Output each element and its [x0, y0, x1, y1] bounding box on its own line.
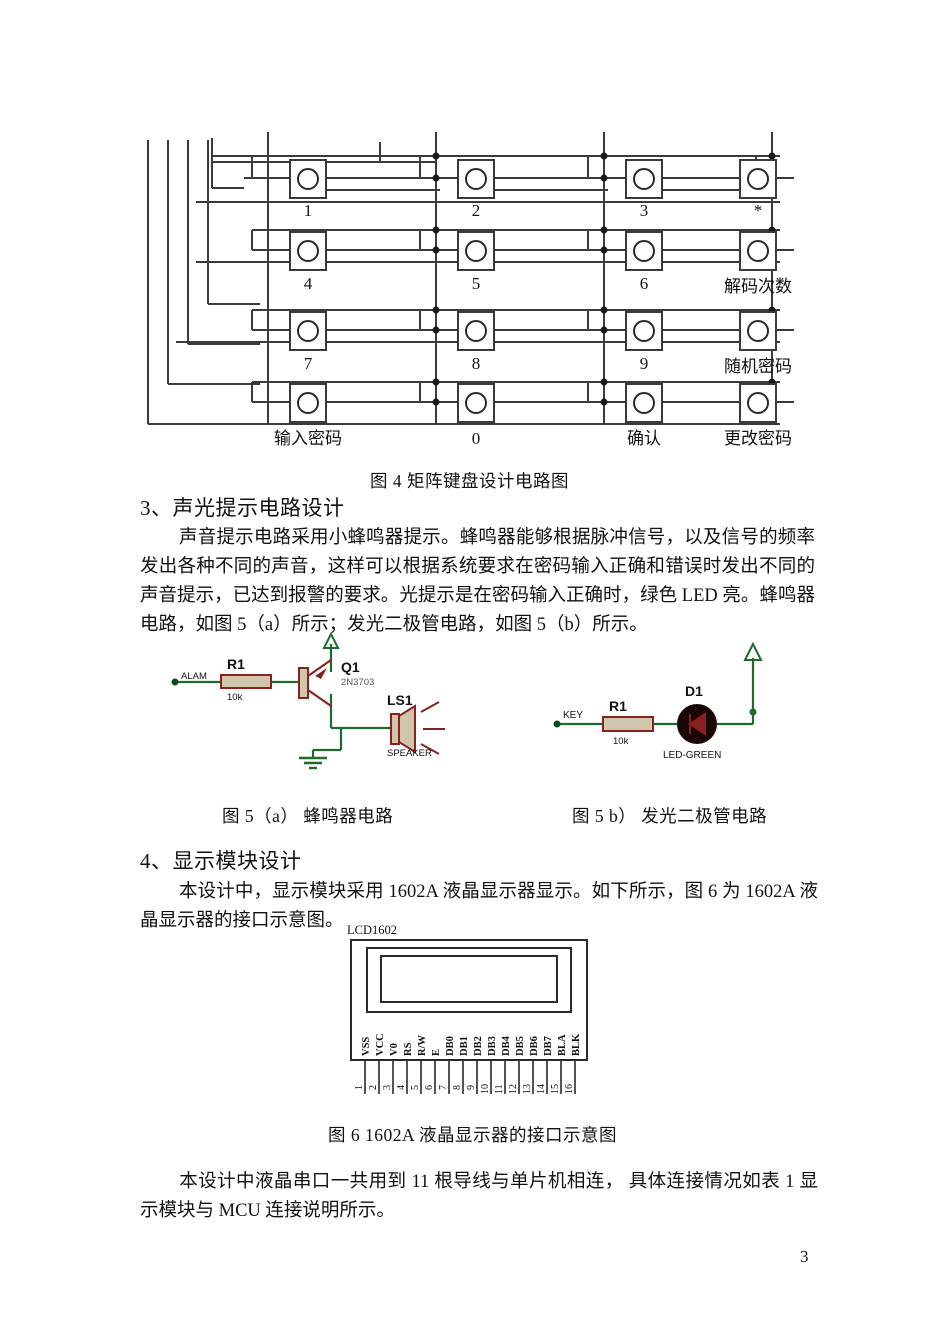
- junction-dot: [749, 708, 757, 716]
- key-label: 确认: [627, 429, 661, 448]
- key-label: 解码次数: [724, 277, 792, 296]
- lcd-pin-name: R/W: [417, 1035, 428, 1057]
- key-label: 随机密码: [724, 357, 792, 376]
- lcd-pin-name: DB3: [487, 1036, 498, 1056]
- lcd-pin-number: 6: [424, 1085, 435, 1090]
- lcd-pin-number: 1: [354, 1085, 365, 1090]
- key-label: 8: [472, 354, 481, 373]
- key-label: 1: [304, 201, 313, 220]
- lcd-pin-number: 14: [536, 1084, 547, 1094]
- net-label-alam: ALAM: [181, 671, 207, 682]
- page-number: 3: [800, 1247, 809, 1266]
- key-label: 4: [304, 274, 313, 293]
- ref-q1: Q1: [341, 659, 360, 675]
- value-r1: 10k: [613, 736, 629, 747]
- resistor-body-r1: [602, 716, 654, 732]
- lcd-pin-name: BLA: [557, 1034, 568, 1056]
- figure-led-circuit: KEY R1 10k D1 LED-GREEN: [545, 632, 815, 782]
- figure5a-caption: 图 5（a） 蜂鸣器电路: [222, 806, 394, 826]
- lcd-pin-number: 3: [382, 1085, 393, 1090]
- lcd-pin-number: 8: [452, 1085, 463, 1090]
- lcd-pin-name: DB5: [515, 1036, 526, 1056]
- lcd-pin-name: E: [431, 1049, 442, 1056]
- key-label: 更改密码: [724, 429, 792, 448]
- section3-body-text: 声音提示电路采用小蜂鸣器提示。蜂鸣器能够根据脉冲信号，以及信号的频率发出各种不同…: [140, 528, 815, 635]
- lcd-pin-name: V0: [389, 1043, 400, 1056]
- lcd-pin-number: 2: [368, 1085, 379, 1090]
- figure6-caption: 图 6 1602A 液晶显示器的接口示意图: [328, 1125, 618, 1145]
- key-label: 5: [472, 274, 481, 293]
- lcd-pin-name: VCC: [375, 1033, 386, 1056]
- lcd-pin-number: 7: [438, 1085, 449, 1090]
- part-ls1: SPEAKER: [387, 748, 432, 759]
- part-d1: LED-GREEN: [663, 750, 721, 761]
- section4-body: 本设计中，显示模块采用 1602A 液晶显示器显示。如下所示，图 6 为 160…: [140, 878, 818, 936]
- part-q1: 2N3703: [341, 677, 374, 688]
- key-label: 6: [640, 274, 649, 293]
- figure-lcd1602: LCD1602: [345, 922, 625, 1097]
- lcd-pin-name: VSS: [361, 1037, 372, 1056]
- key-label: 2: [472, 201, 481, 220]
- lcd-pin-name: DB6: [529, 1036, 540, 1056]
- lcd-display-area: [380, 955, 558, 1003]
- lcd-pin-name: DB1: [459, 1036, 470, 1056]
- lcd-pin-name: DB4: [501, 1035, 512, 1056]
- section3-heading: 3、声光提示电路设计: [140, 496, 345, 520]
- key-label: 输入密码: [274, 429, 342, 448]
- figure-matrix-keypad: 1 2 3 * 4 5 6 解码次数 7 8 9 随机密码 输入密码 0 确认 …: [140, 132, 800, 452]
- closing-body-text: 本设计中液晶串口一共用到 11 根导线与单片机相连， 具体连接情况如表 1 显示…: [140, 1172, 818, 1221]
- resistor-body-r1: [220, 674, 272, 689]
- key-label: 3: [640, 201, 649, 220]
- value-r1: 10k: [227, 692, 243, 703]
- lcd-pin-number: 9: [466, 1085, 477, 1090]
- key-terminal: [553, 720, 561, 728]
- lcd-pin-number: 10: [480, 1084, 491, 1094]
- lcd-pin-name: DB0: [445, 1036, 456, 1056]
- net-label-key: KEY: [563, 710, 583, 721]
- closing-body: 本设计中液晶串口一共用到 11 根导线与单片机相连， 具体连接情况如表 1 显示…: [140, 1168, 818, 1226]
- lcd-pin-name: DB7: [543, 1036, 554, 1056]
- lcd-pin-number: 13: [522, 1084, 533, 1094]
- section4-heading: 4、显示模块设计: [140, 849, 302, 873]
- lcd-pin-name: RS: [403, 1042, 414, 1056]
- lcd-pin-number: 16: [564, 1084, 575, 1094]
- lcd-pin-number: 11: [494, 1084, 505, 1094]
- key-label: 9: [640, 354, 649, 373]
- figure5b-caption: 图 5 b） 发光二极管电路: [572, 806, 768, 826]
- lcd-pin-number: 15: [550, 1084, 561, 1094]
- key-label: *: [754, 201, 763, 220]
- lcd-pin-number: 12: [508, 1084, 519, 1094]
- section3-body: 声音提示电路采用小蜂鸣器提示。蜂鸣器能够根据脉冲信号，以及信号的频率发出各种不同…: [140, 524, 815, 640]
- ref-ls1: LS1: [387, 692, 413, 708]
- ref-r1: R1: [227, 656, 245, 672]
- lcd-pin-number: 5: [410, 1085, 421, 1090]
- key-label: 0: [472, 429, 481, 448]
- figure-buzzer-circuit: ALAM R1 10k Q1 2N3703 LS1 SPEAKER: [163, 632, 473, 782]
- ref-d1: D1: [685, 683, 703, 699]
- lcd-title: LCD1602: [347, 923, 397, 937]
- alam-terminal: [171, 678, 179, 686]
- ref-r1: R1: [609, 698, 627, 714]
- lcd-pin-name: BLK: [571, 1033, 582, 1056]
- lcd-pin-number: 4: [396, 1085, 407, 1090]
- key-label: 7: [304, 354, 313, 373]
- figure4-caption: 图 4 矩阵键盘设计电路图: [370, 471, 569, 491]
- lcd-pin-name: DB2: [473, 1036, 484, 1056]
- section4-body-text: 本设计中，显示模块采用 1602A 液晶显示器显示。如下所示，图 6 为 160…: [140, 882, 818, 931]
